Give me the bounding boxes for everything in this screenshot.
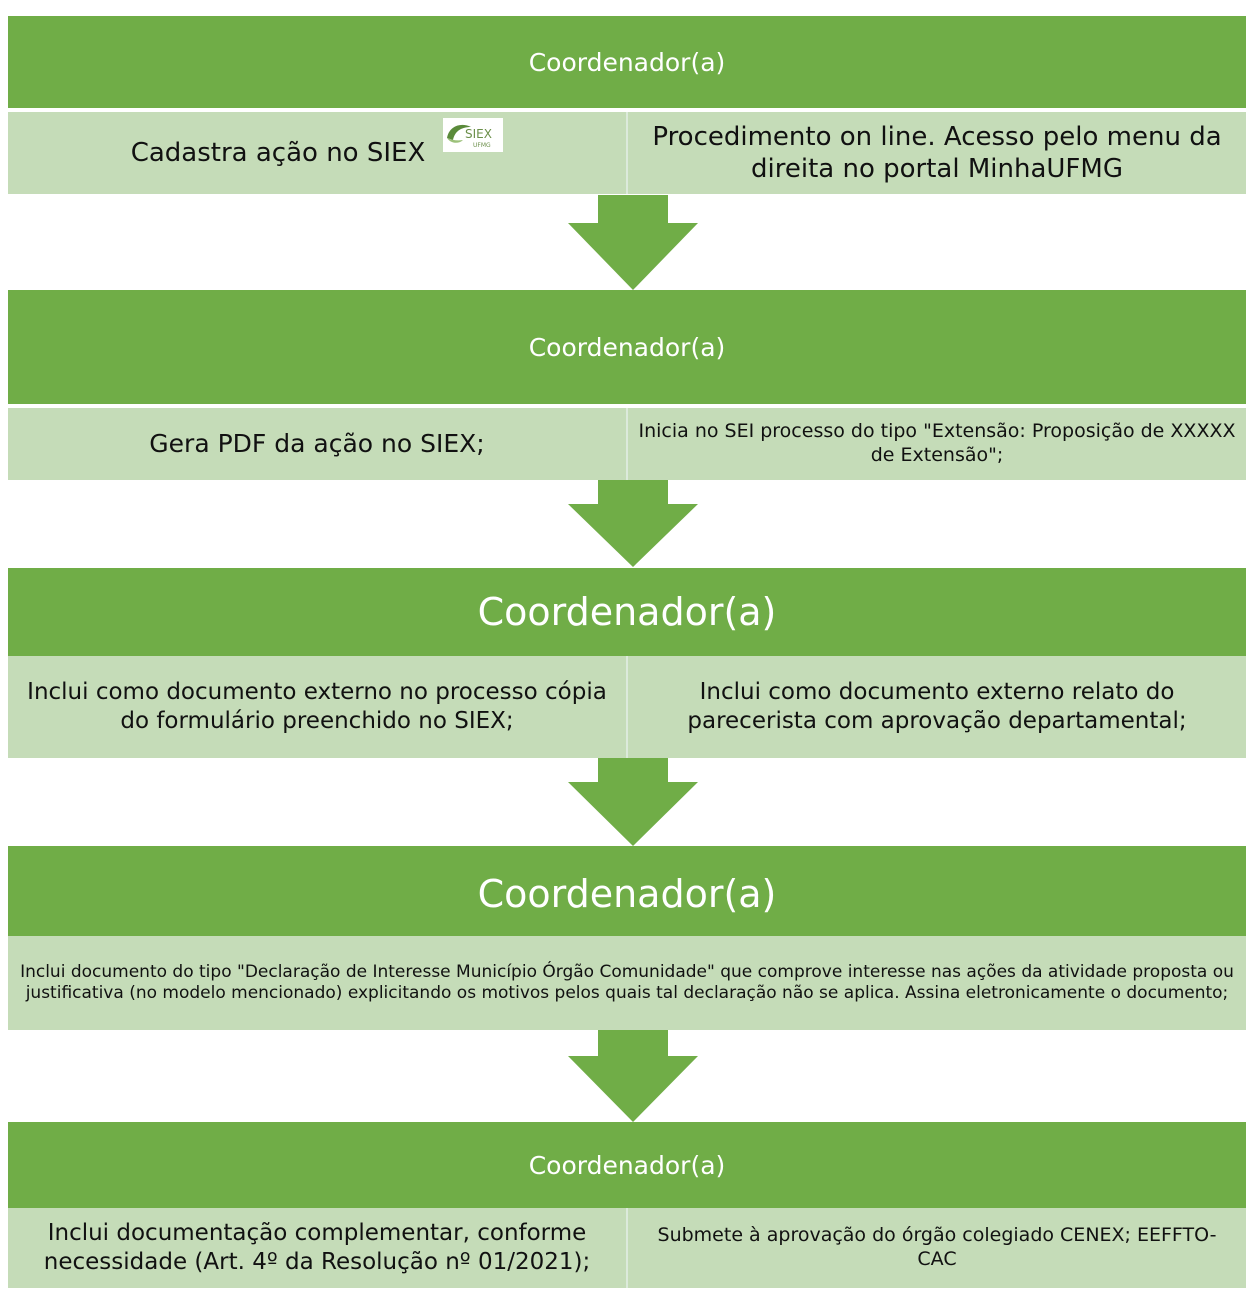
siex-logo-subtext: UFMG xyxy=(473,142,491,149)
step-4-row: Inclui documento do tipo "Declaração de … xyxy=(8,936,1246,1030)
step-1-row: Cadastra ação no SIEX SIEX UFMG Procedim… xyxy=(8,112,1246,194)
arrow-3 xyxy=(568,758,698,846)
step-1-left: Cadastra ação no SIEX SIEX UFMG xyxy=(8,112,626,194)
step-3-right: Inclui como documento externo relato do … xyxy=(626,656,1246,758)
arrow-4 xyxy=(568,1030,698,1122)
siex-logo-text: SIEX xyxy=(465,127,492,141)
step-2-left: Gera PDF da ação no SIEX; xyxy=(149,429,485,459)
step-3-left: Inclui como documento externo no process… xyxy=(27,679,607,734)
arrow-2 xyxy=(568,480,698,567)
step-1-left-text: Cadastra ação no SIEX xyxy=(130,137,426,168)
step-3-row: Inclui como documento externo no process… xyxy=(8,656,1246,758)
step-2-right: Inicia no SEI processo do tipo "Extensão… xyxy=(626,408,1246,480)
step-1-header: Coordenador(a) xyxy=(8,16,1246,108)
step-2-row: Gera PDF da ação no SIEX; Inicia no SEI … xyxy=(8,408,1246,480)
step-4-full: Inclui documento do tipo "Declaração de … xyxy=(20,961,1234,1003)
step-2-header: Coordenador(a) xyxy=(8,290,1246,404)
step-1-right: Procedimento on line. Acesso pelo menu d… xyxy=(626,112,1246,194)
step-5-right: Submete à aprovação do órgão colegiado C… xyxy=(626,1208,1246,1288)
step-3-header: Coordenador(a) xyxy=(8,568,1246,656)
step-5-header: Coordenador(a) xyxy=(8,1122,1246,1208)
step-4-header: Coordenador(a) xyxy=(8,846,1246,942)
siex-logo-icon: SIEX UFMG xyxy=(443,117,504,161)
arrow-1 xyxy=(568,195,698,290)
step-5-row: Inclui documentação complementar, confor… xyxy=(8,1208,1246,1288)
step-5-left: Inclui documentação complementar, confor… xyxy=(43,1220,591,1275)
